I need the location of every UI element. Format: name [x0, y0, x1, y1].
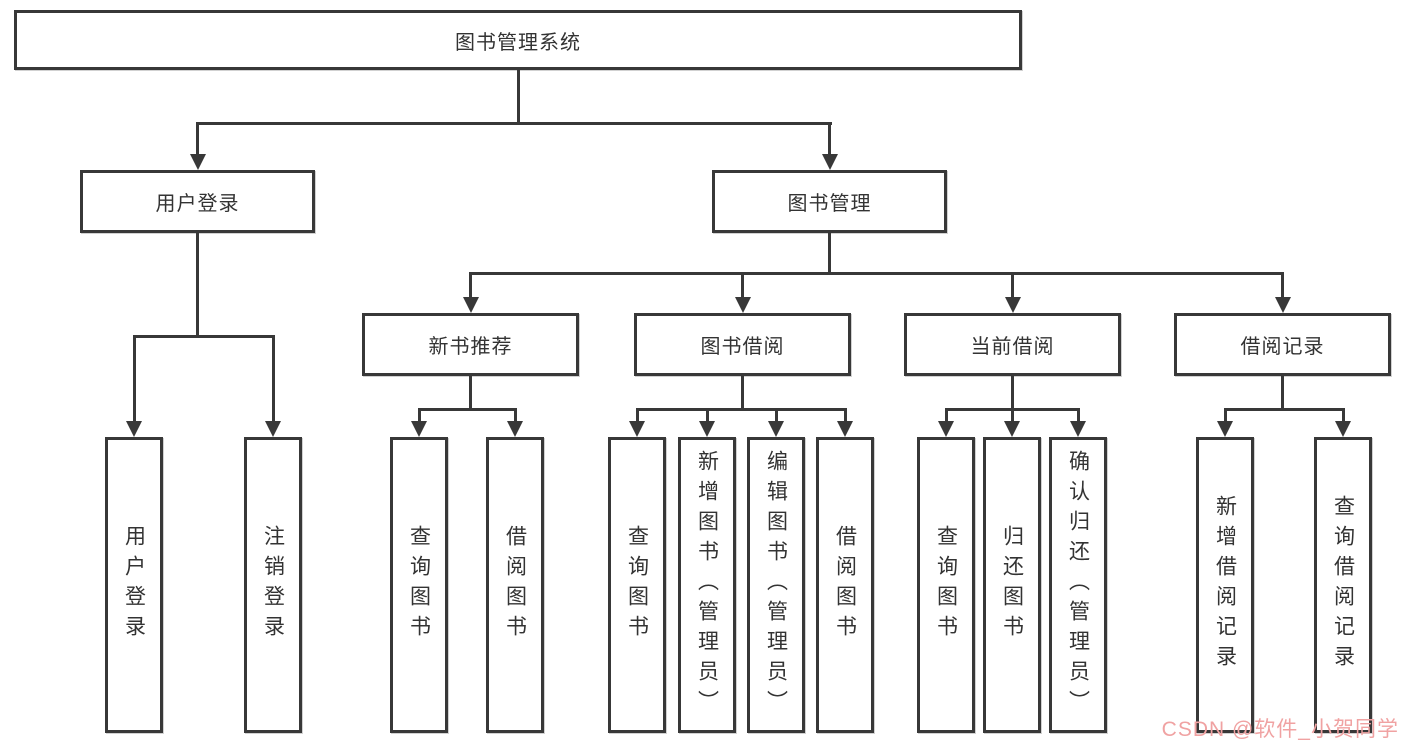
- edge-userlogin-rail: [132, 335, 275, 338]
- arrowhead-nb1: [411, 421, 427, 437]
- leaf-br-add-record: 新增借阅记录: [1196, 437, 1254, 733]
- arrowhead-bb2: [699, 421, 715, 437]
- node-book-mgmt-label: 图书管理: [787, 193, 872, 215]
- edge-drop-br1: [1223, 408, 1227, 423]
- node-root: 图书管理系统: [14, 10, 1022, 70]
- node-book-borrow-label: 图书借阅: [700, 336, 785, 358]
- leaf-bb-borrow-books-label: 借阅图书: [833, 525, 857, 645]
- leaf-cb-query-books-label: 查询图书: [934, 525, 958, 645]
- node-new-books: 新书推荐: [362, 313, 579, 376]
- arrowhead-nb2: [507, 421, 523, 437]
- edge-borrowrecords-rail: [1223, 408, 1345, 411]
- arrowhead-bb1: [629, 421, 645, 437]
- leaf-logout: 注销登录: [244, 437, 302, 733]
- arrowhead-br1: [1217, 421, 1233, 437]
- edge-bookborrow-rail: [635, 408, 847, 411]
- leaf-user-login: 用户登录: [105, 437, 163, 733]
- node-borrow-records: 借阅记录: [1174, 313, 1391, 376]
- edge-bookborrow-stem: [741, 376, 744, 408]
- arrowhead-bb3: [768, 421, 784, 437]
- leaf-nb-query-books-label: 查询图书: [407, 525, 431, 645]
- arrowhead-bb4: [837, 421, 853, 437]
- leaf-cb-confirm-return-admin-label: 确认归还（管理员）: [1066, 450, 1090, 720]
- node-book-borrow: 图书借阅: [634, 313, 851, 376]
- edge-drop-leaf-logout: [271, 335, 275, 423]
- arrowhead-leaf-login: [126, 421, 142, 437]
- edge-drop-current-borrow: [1011, 272, 1014, 299]
- edge-drop-user-login: [196, 122, 199, 155]
- leaf-cb-query-books: 查询图书: [917, 437, 975, 733]
- leaf-bb-edit-books-admin: 编辑图书（管理员）: [747, 437, 805, 733]
- leaf-br-add-record-label: 新增借阅记录: [1213, 495, 1237, 675]
- edge-drop-borrow-records: [1281, 272, 1284, 299]
- edge-bookmgmt-rail: [469, 272, 1284, 275]
- leaf-br-query-record-label: 查询借阅记录: [1331, 495, 1355, 675]
- edge-drop-new-books: [469, 272, 472, 299]
- leaf-bb-add-books-admin-label: 新增图书（管理员）: [695, 450, 719, 720]
- arrowhead-borrow-records: [1274, 297, 1291, 313]
- arrowhead-book-borrow: [734, 297, 751, 313]
- node-new-books-label: 新书推荐: [428, 336, 513, 358]
- arrowhead-new-books: [462, 297, 479, 313]
- arrowhead-br2: [1335, 421, 1351, 437]
- edge-drop-cb2: [1010, 408, 1014, 423]
- edge-drop-nb2: [513, 408, 517, 423]
- edge-bookmgmt-stem: [828, 233, 831, 272]
- arrowhead-user-login: [189, 154, 206, 170]
- edge-currentborrow-stem: [1011, 376, 1014, 408]
- edge-drop-book-borrow: [741, 272, 744, 299]
- edge-newbooks-rail: [417, 408, 517, 411]
- node-current-borrow-label: 当前借阅: [970, 336, 1055, 358]
- arrowhead-current-borrow: [1004, 297, 1021, 313]
- leaf-bb-query-books-label: 查询图书: [625, 525, 649, 645]
- edge-drop-bb4: [843, 408, 847, 423]
- node-user-login: 用户登录: [80, 170, 315, 233]
- node-root-label: 图书管理系统: [455, 31, 581, 54]
- node-current-borrow: 当前借阅: [904, 313, 1121, 376]
- arrowhead-cb2: [1004, 421, 1020, 437]
- arrowhead-leaf-logout: [265, 421, 281, 437]
- arrowhead-cb1: [938, 421, 954, 437]
- leaf-br-query-record: 查询借阅记录: [1314, 437, 1372, 733]
- leaf-nb-borrow-books-label: 借阅图书: [503, 525, 527, 645]
- edge-drop-bb1: [635, 408, 639, 423]
- node-book-mgmt: 图书管理: [712, 170, 947, 233]
- node-borrow-records-label: 借阅记录: [1240, 336, 1325, 358]
- edge-drop-br2: [1341, 408, 1345, 423]
- leaf-logout-label: 注销登录: [261, 525, 285, 645]
- csdn-watermark: CSDN @软件_小贺同学: [1161, 718, 1399, 741]
- node-user-login-label: 用户登录: [155, 193, 240, 215]
- leaf-bb-add-books-admin: 新增图书（管理员）: [678, 437, 736, 733]
- edge-drop-bb3: [774, 408, 778, 423]
- leaf-user-login-label: 用户登录: [122, 525, 146, 645]
- arrowhead-cb3: [1070, 421, 1086, 437]
- arrowhead-book-mgmt: [821, 154, 838, 170]
- leaf-cb-confirm-return-admin: 确认归还（管理员）: [1049, 437, 1107, 733]
- edge-userlogin-stem: [196, 233, 199, 335]
- edge-newbooks-stem: [469, 376, 472, 408]
- edge-drop-cb1: [944, 408, 948, 423]
- leaf-bb-edit-books-admin-label: 编辑图书（管理员）: [764, 450, 788, 720]
- edge-borrowrecords-stem: [1281, 376, 1284, 408]
- leaf-nb-query-books: 查询图书: [390, 437, 448, 733]
- edge-root-rail: [195, 122, 832, 125]
- edge-drop-leaf-login: [132, 335, 136, 423]
- edge-drop-book-mgmt: [828, 122, 831, 155]
- leaf-cb-return-books: 归还图书: [983, 437, 1041, 733]
- leaf-bb-borrow-books: 借阅图书: [816, 437, 874, 733]
- leaf-bb-query-books: 查询图书: [608, 437, 666, 733]
- edge-drop-cb3: [1076, 408, 1080, 423]
- leaf-cb-return-books-label: 归还图书: [1000, 525, 1024, 645]
- edge-drop-nb1: [417, 408, 421, 423]
- leaf-nb-borrow-books: 借阅图书: [486, 437, 544, 733]
- edge-drop-bb2: [705, 408, 709, 423]
- edge-root-stem: [516, 70, 520, 122]
